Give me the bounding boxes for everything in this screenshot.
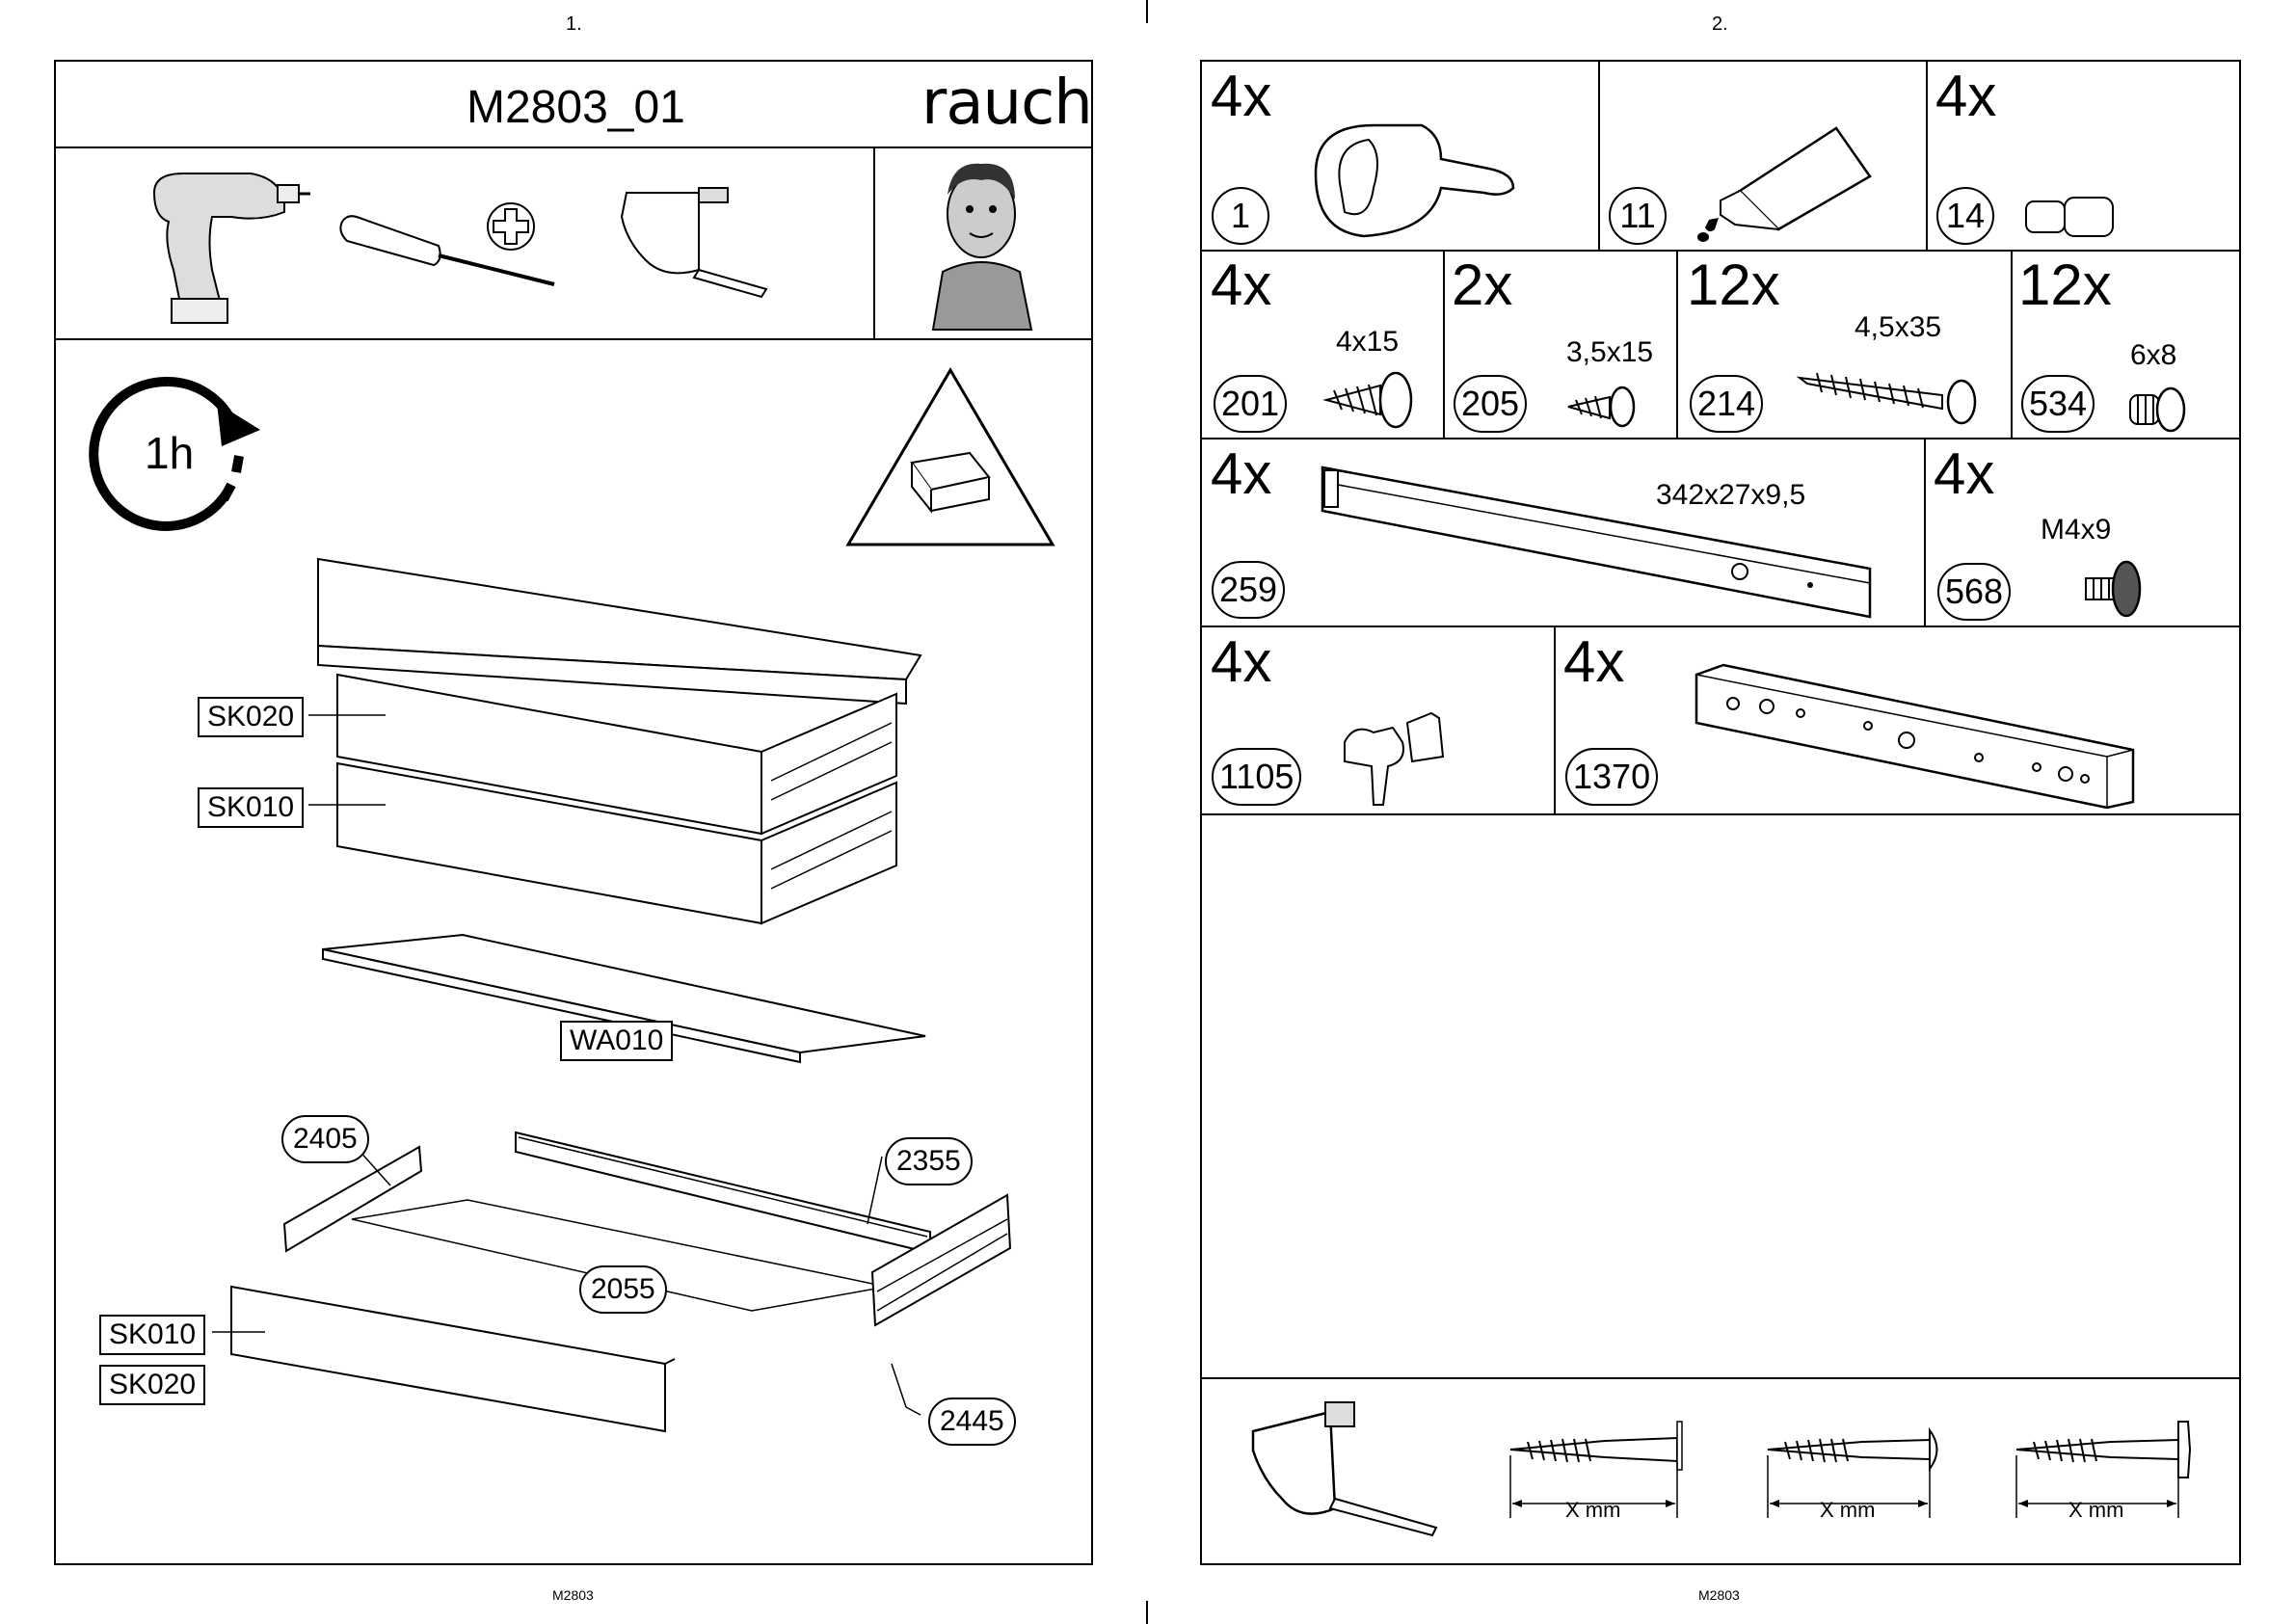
part-spec: 3,5x15 [1566, 336, 1653, 369]
divider [1200, 626, 2241, 627]
connector-rail-icon [1695, 665, 2138, 810]
part-quantity: 4x [1563, 633, 1624, 691]
part-number-2445: 2445 [928, 1398, 1016, 1446]
divider [1200, 813, 2241, 815]
page-title: M2803_01 [467, 81, 685, 134]
part-spec: 6x8 [2130, 339, 2176, 372]
connector-fitting-icon [1296, 116, 1537, 241]
measure-label: X mm [1565, 1498, 1620, 1523]
part-number-568: 568 [1937, 563, 2011, 621]
tape-measure-icon [607, 183, 781, 308]
part-spec: M4x9 [2041, 514, 2111, 546]
page-number: 2. [1712, 13, 1728, 36]
part-number-205: 205 [1454, 375, 1527, 433]
divider [2011, 250, 2013, 439]
phillips-head-icon [482, 198, 540, 255]
divider [1924, 438, 1926, 626]
part-number-534: 534 [2021, 375, 2095, 433]
divider [1200, 438, 2241, 439]
panel-label-sk010: SK010 [198, 787, 304, 828]
crop-mark [1146, 1601, 1148, 1624]
panel-label-sk010-front: SK010 [99, 1315, 205, 1355]
divider [1598, 60, 1600, 251]
part-number-259: 259 [1212, 561, 1285, 619]
divider [1554, 626, 1556, 814]
part-number-2355: 2355 [885, 1137, 973, 1185]
shelf-support-icon [1335, 713, 1460, 810]
divider [1676, 250, 1678, 439]
screw-205-icon [1566, 386, 1643, 429]
part-number-2405: 2405 [281, 1115, 369, 1163]
divider [1926, 60, 1928, 251]
drill-icon [145, 164, 299, 328]
tape-measure-icon [1243, 1402, 1436, 1537]
panel-label-sk020: SK020 [198, 697, 304, 737]
page-number: 1. [566, 13, 582, 36]
assembler-avatar [923, 156, 1039, 330]
measure-label: X mm [1820, 1498, 1875, 1523]
divider [54, 338, 1093, 340]
part-number-14: 14 [1936, 187, 1994, 245]
part-number-11: 11 [1609, 187, 1667, 245]
part-quantity: 4x [1211, 67, 1271, 125]
page-footer: M2803 [1698, 1587, 1740, 1603]
page-footer: M2803 [552, 1587, 594, 1603]
divider [1443, 250, 1445, 439]
brand-logo: rauch [921, 67, 1092, 139]
part-quantity: 4x [1211, 256, 1271, 314]
dowel-icon [2024, 198, 2121, 241]
crop-mark [1146, 0, 1148, 23]
part-quantity: 4x [1211, 633, 1271, 691]
part-number-201: 201 [1214, 375, 1287, 433]
part-spec: 4x15 [1336, 326, 1399, 359]
glue-tube-icon [1692, 123, 1884, 244]
warning-triangle-icon [844, 366, 1056, 549]
divider [873, 146, 875, 339]
drawer-runner-icon [1321, 463, 1880, 622]
divider [1200, 1377, 2241, 1379]
part-quantity: 12x [1687, 256, 1780, 314]
screw-568-icon [2082, 559, 2149, 622]
measure-label: X mm [2068, 1498, 2123, 1523]
screw-201-icon [1322, 371, 1419, 429]
part-number-1105: 1105 [1212, 748, 1301, 806]
panel-label-sk020-front: SK020 [99, 1365, 205, 1405]
part-number-2055: 2055 [579, 1265, 667, 1314]
part-quantity: 4x [1935, 67, 1996, 125]
panel-label-wa010: WA010 [560, 1021, 673, 1061]
screw-214-icon [1798, 359, 1990, 421]
part-quantity: 4x [1211, 445, 1271, 503]
part-number-1: 1 [1212, 187, 1269, 245]
divider [1200, 250, 2241, 252]
part-number-214: 214 [1690, 375, 1763, 433]
part-quantity: 12x [2018, 256, 2112, 314]
part-spec: 4,5x35 [1855, 311, 1941, 344]
part-quantity: 4x [1934, 445, 1994, 503]
part-quantity: 2x [1452, 256, 1512, 314]
part-number-1370: 1370 [1565, 748, 1658, 806]
divider [54, 146, 1093, 148]
time-label: 1h [145, 427, 194, 479]
screw-534-icon [2128, 386, 2196, 434]
